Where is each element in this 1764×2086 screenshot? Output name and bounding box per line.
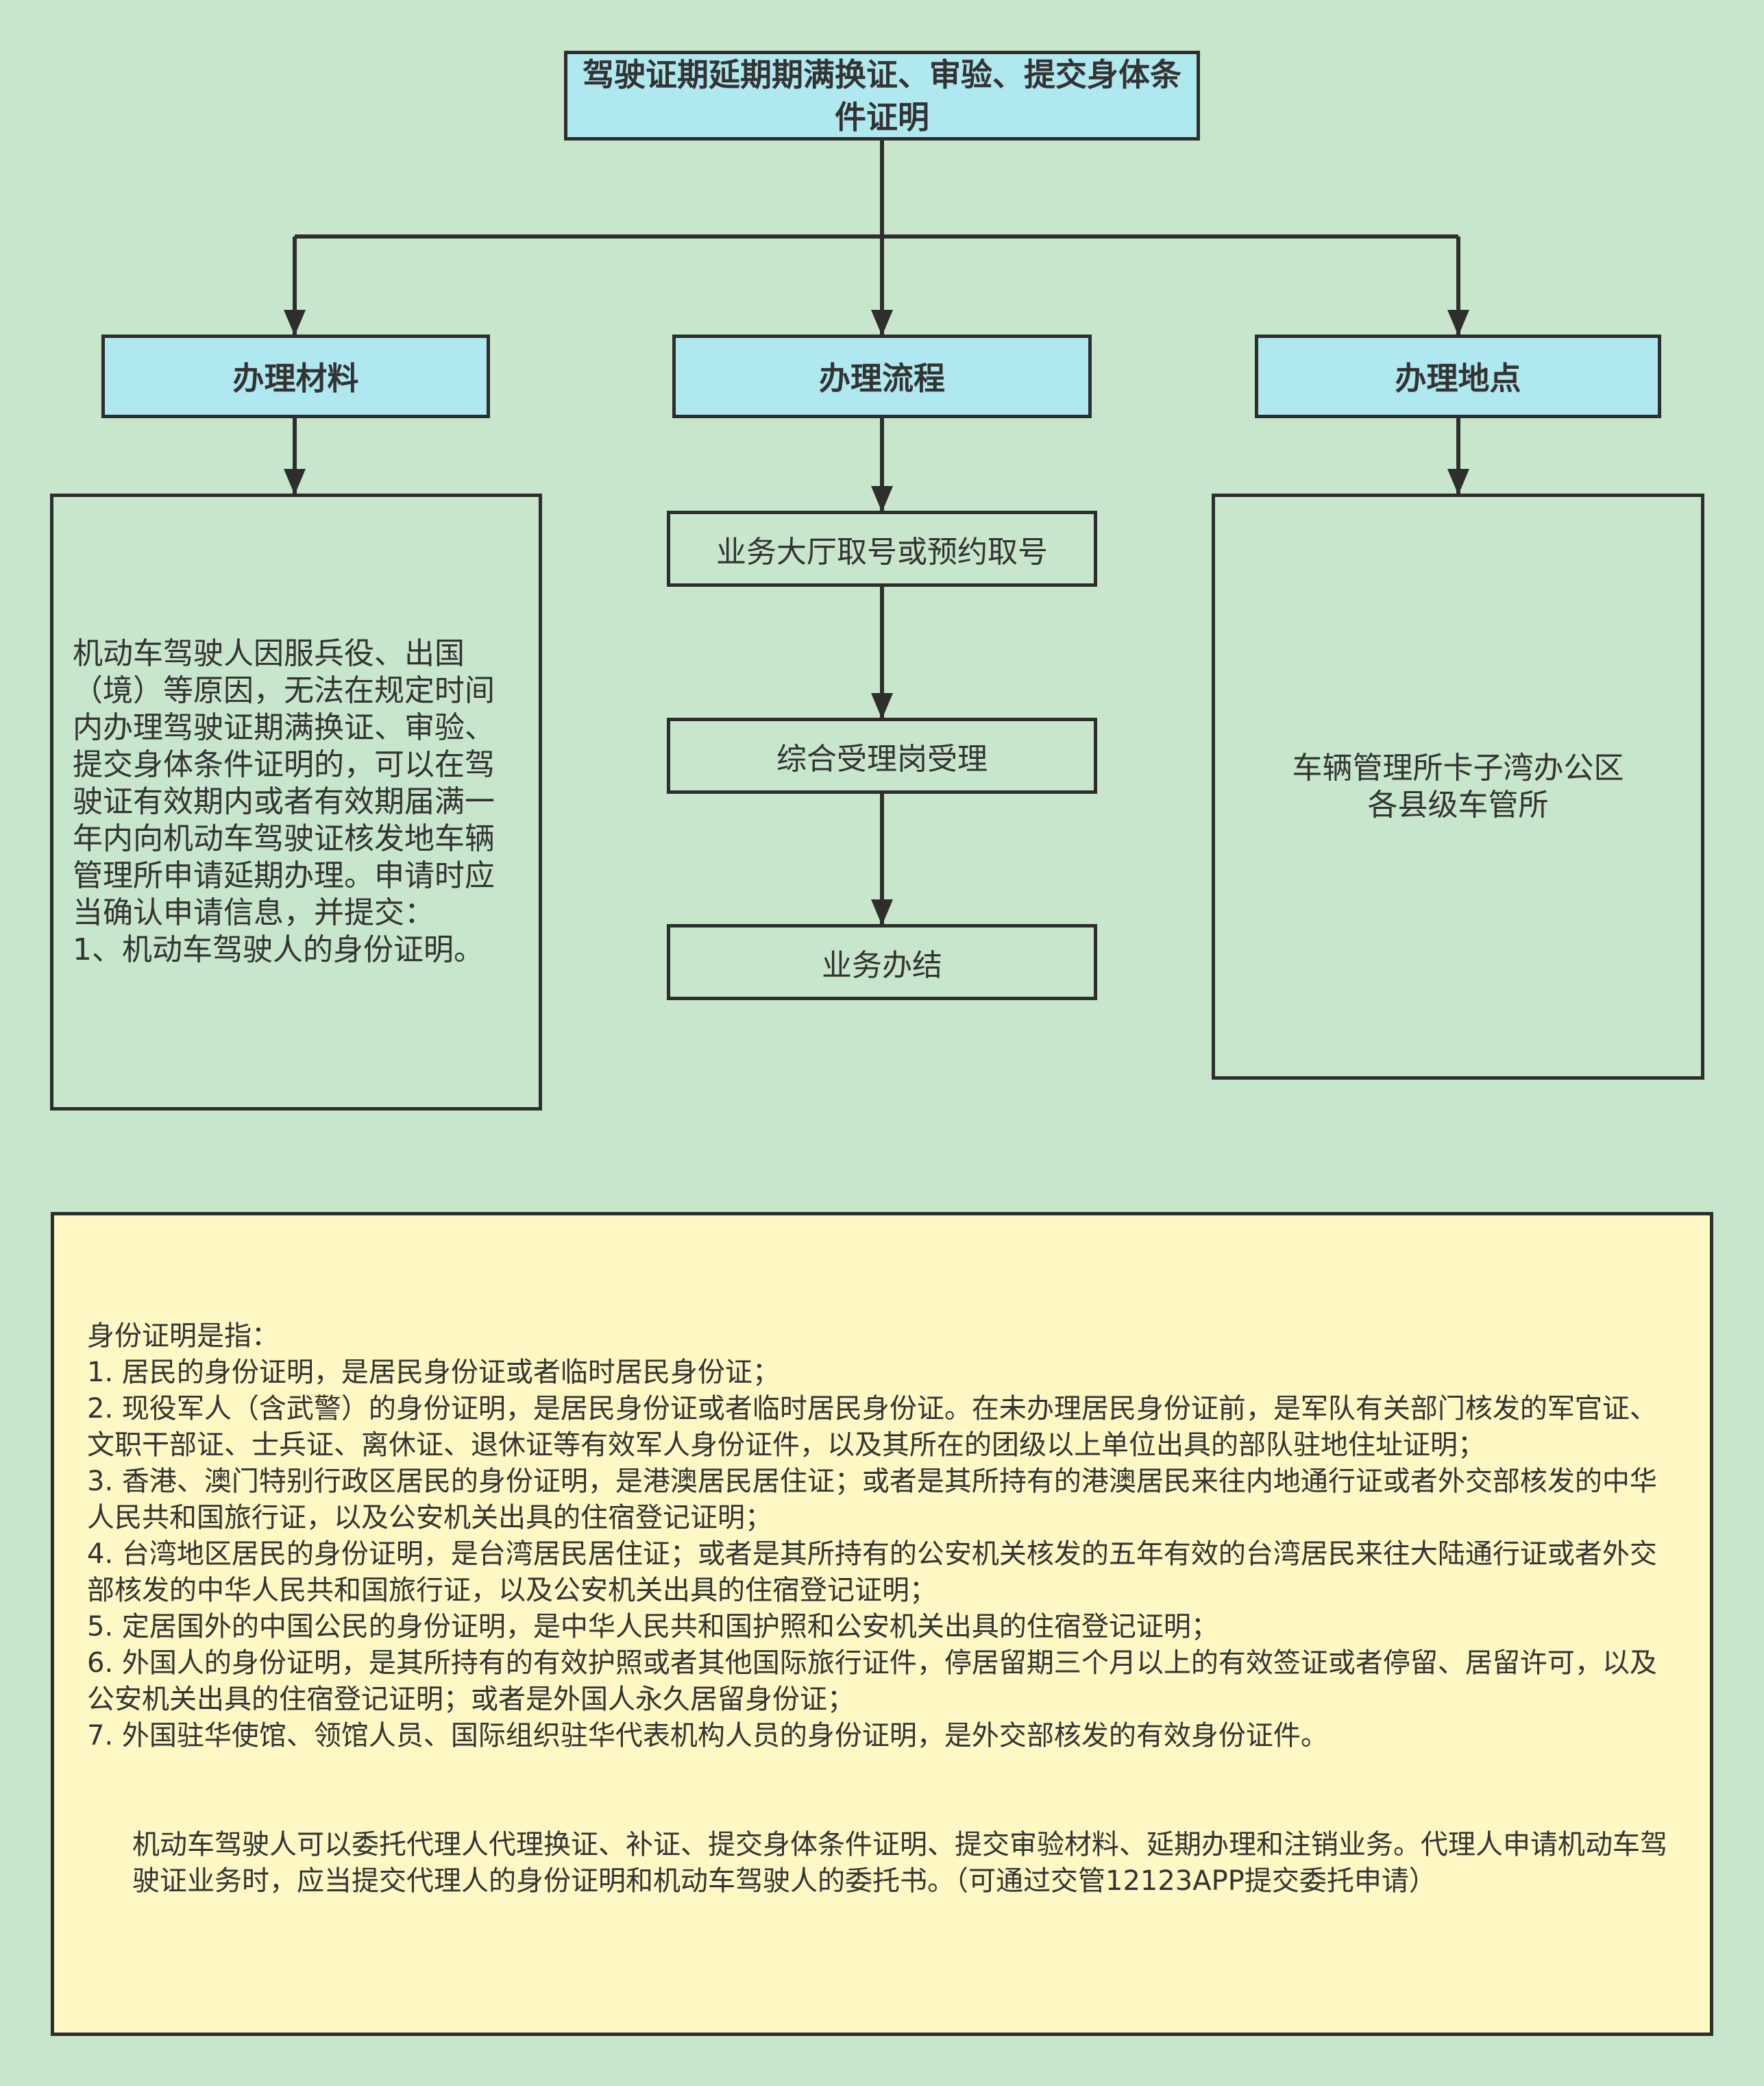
process-header-text: 办理流程	[819, 360, 945, 397]
arrowhead-step2	[871, 693, 893, 719]
process-header-node: 办理流程	[672, 335, 1092, 418]
arrowhead-location-header	[1447, 310, 1469, 336]
materials-content-node: 机动车驾驶人因服兵役、出国（境）等原因，无法在规定时间内办理驾驶证期满换证、审验…	[50, 494, 542, 1111]
note-item-3: 3. 香港、澳门特别行政区居民的身份证明，是港澳居民居住证；或者是其所持有的港澳…	[87, 1466, 1657, 1533]
location-content-node: 车辆管理所卡子湾办公区 各县级车管所	[1212, 494, 1704, 1080]
materials-header-text: 办理材料	[232, 360, 359, 397]
arrowhead-materials-header	[284, 310, 306, 336]
process-step-1: 业务大厅取号或预约取号	[667, 511, 1097, 587]
process-step-2-text: 综合受理岗受理	[776, 741, 988, 777]
materials-content: 机动车驾驶人因服兵役、出国（境）等原因，无法在规定时间内办理驾驶证期满换证、审验…	[73, 635, 504, 969]
arrowhead-materials-content	[284, 469, 306, 495]
arrowhead-step3	[871, 899, 893, 925]
materials-item: 1、机动车驾驶人的身份证明。	[73, 932, 484, 967]
location-header-node: 办理地点	[1255, 335, 1661, 418]
location-line-2: 各县级车管所	[1367, 787, 1549, 823]
location-header-text: 办理地点	[1395, 360, 1521, 397]
location-line-1: 车辆管理所卡子湾办公区	[1292, 750, 1624, 786]
materials-description: 机动车驾驶人因服兵役、出国（境）等原因，无法在规定时间内办理驾驶证期满换证、审验…	[73, 636, 495, 930]
note-item-4: 4. 台湾地区居民的身份证明，是台湾居民居住证；或者是其所持有的公安机关核发的五…	[87, 1538, 1657, 1606]
title-node: 驾驶证期延期期满换证、审验、提交身体条件证明	[564, 51, 1200, 141]
note-agent-paragraph: 机动车驾驶人可以委托代理人代理换证、补证、提交身体条件证明、提交审验材料、延期办…	[132, 1829, 1667, 1897]
note-item-1: 1. 居民的身份证明，是居民身份证或者临时居民身份证；	[87, 1357, 780, 1388]
materials-header-node: 办理材料	[101, 335, 490, 418]
note-item-5: 5. 定居国外的中国公民的身份证明，是中华人民共和国护照和公安机关出具的住宿登记…	[87, 1611, 1218, 1642]
note-item-7: 7. 外国驻华使馆、领馆人员、国际组织驻华代表机构人员的身份证明，是外交部核发的…	[87, 1720, 1328, 1751]
process-step-3: 业务办结	[667, 924, 1097, 1000]
arrowhead-process-header	[871, 310, 893, 336]
arrowhead-process-step1	[871, 486, 893, 512]
process-step-2: 综合受理岗受理	[667, 718, 1097, 794]
arrowhead-location-content	[1447, 469, 1469, 495]
id-proof-note: 身份证明是指： 1. 居民的身份证明，是居民身份证或者临时居民身份证； 2. 现…	[51, 1212, 1713, 2036]
title-text: 驾驶证期延期期满换证、审验、提交身体条件证明	[583, 56, 1181, 136]
note-heading: 身份证明是指：	[87, 1320, 279, 1352]
process-step-3-text: 业务办结	[822, 947, 942, 983]
process-step-1-text: 业务大厅取号或预约取号	[716, 534, 1048, 570]
note-item-2: 2. 现役军人（含武警）的身份证明，是居民身份证或者临时居民身份证。在未办理居民…	[87, 1393, 1657, 1461]
note-item-6: 6. 外国人的身份证明，是其所持有的有效护照或者其他国际旅行证件，停居留期三个月…	[87, 1647, 1657, 1715]
